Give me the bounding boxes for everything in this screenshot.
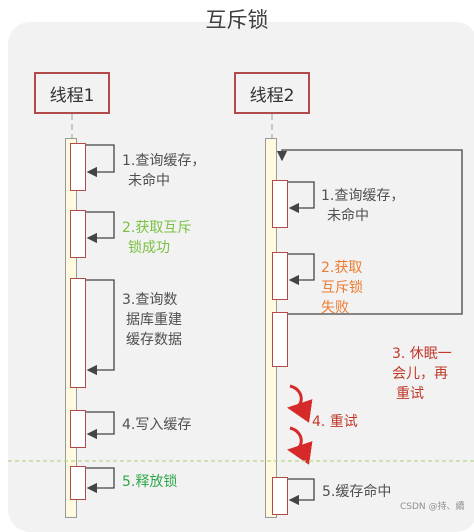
t2-loop-1 [288,181,315,214]
t2-activation-5 [272,477,288,515]
t1-activation-3 [70,278,86,388]
t2-activation-1 [272,180,288,228]
t1-loop-2 [86,211,115,244]
t2-activation-3 [272,312,288,367]
t1-activation-1 [70,143,86,191]
thread2-label: 线程2 [249,85,295,106]
t2-step2-label: 2.获取互斥锁失败 [321,260,363,316]
t1-loop-3 [86,279,115,376]
diagram: 互斥锁 线程1 线程2 [8,8,474,532]
t2-activation-2 [272,252,288,300]
t2-loop-5 [288,478,315,506]
t1-activation-5 [70,466,86,500]
diagram-title: 互斥锁 [205,8,269,32]
thread2-dashline [271,114,273,140]
t2-step1-label: 1.查询缓存，未命中 [321,188,405,224]
connector-layer [8,144,474,506]
t2-loop-2 [288,253,315,286]
t1-step3-label: 3.查询数据库重建缓存数据 [122,292,182,348]
t1-step2-label: 2.获取互斥锁成功 [122,220,192,256]
t1-loop-1 [86,144,115,178]
t2-step5-label: 5.缓存命中 [322,484,392,500]
t2-step4-label: 4. 重试 [312,414,358,430]
t1-step1-label: 1.查询缓存，未命中 [122,153,206,189]
thread1-label: 线程1 [49,85,95,106]
thread2-box: 线程2 [234,72,310,114]
watermark: CSDN @持、續 [400,502,465,512]
retry-curl-2 [287,426,313,465]
t2-step3-label: 3. 休眠一会儿，再重试 [392,346,452,402]
thread1-dashline [71,114,73,140]
t1-step4-label: 4.写入缓存 [122,417,192,433]
t1-activation-2 [70,210,86,258]
t2-loop-3 [276,149,463,315]
t1-loop-5 [86,467,115,494]
thread1-box: 线程1 [34,72,110,114]
t1-step5-label: 5.释放锁 [122,474,178,490]
retry-curl-1 [287,384,313,423]
t1-loop-4 [86,411,115,440]
t1-activation-4 [70,410,86,448]
